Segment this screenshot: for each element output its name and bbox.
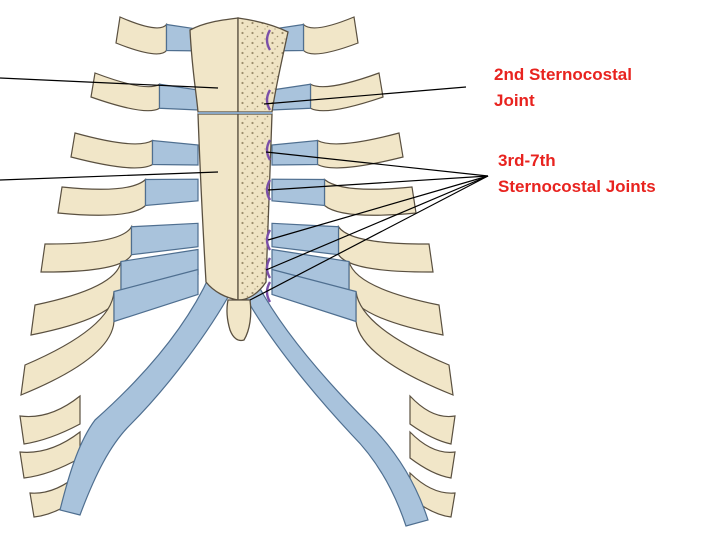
left-costal-cartilage-7	[113, 268, 199, 323]
joint-marks	[265, 29, 272, 303]
left-ribs	[19, 16, 199, 518]
sternocostal-joint-mark-4	[265, 179, 272, 201]
sternal-body	[197, 113, 239, 301]
right-rib-8	[409, 394, 456, 445]
third-joint-leader-line	[265, 151, 489, 177]
right-rib-3	[316, 132, 404, 169]
left-rib-7	[20, 291, 115, 396]
left-rib-8	[19, 394, 81, 445]
fifth-joint-leader-line	[267, 175, 489, 241]
left-rib-9	[19, 430, 81, 479]
left-rib-3	[70, 132, 154, 169]
sternocostal-joint-mark-5	[265, 229, 272, 251]
sternocostal-joint-mark-2	[265, 89, 272, 111]
right-costal-cartilage-2	[271, 83, 312, 111]
left-rib-5	[40, 224, 133, 273]
left-rib-4	[57, 178, 147, 216]
manubrium	[189, 17, 239, 113]
leader-lines	[0, 77, 489, 301]
manubrium-leader-line	[0, 77, 219, 89]
left-costal-cartilage-2	[158, 83, 199, 111]
second-joint-leader-line	[263, 86, 467, 105]
right-costal-cartilage-3	[271, 139, 319, 166]
left-costal-cartilage-4	[144, 178, 199, 207]
sternum	[189, 17, 289, 342]
xiphoid-process	[226, 299, 252, 342]
sternocostal-joint-mark-1	[265, 29, 272, 51]
right-costal-cartilage-5	[271, 222, 340, 256]
right-rib-1	[302, 16, 359, 55]
right-rib-2	[309, 72, 384, 112]
right-rib-9	[409, 430, 456, 479]
third-seventh-sternocostal-joints-label: 3rd-7th Sternocostal Joints	[498, 151, 656, 196]
seventh-joint-leader-line	[249, 175, 489, 301]
right-rib-7	[355, 291, 454, 396]
right-ribs	[271, 16, 456, 518]
left-costal-margin	[59, 274, 233, 516]
fourth-joint-leader-line	[267, 175, 489, 191]
left-costal-cartilage-3	[151, 139, 199, 166]
sixth-joint-leader-line	[265, 175, 489, 271]
sternocostal-joint-mark-7	[265, 281, 272, 303]
left-costal-cartilage-5	[130, 222, 199, 256]
sternal-body-leader-line	[0, 171, 219, 181]
sternocostal-joint-mark-3	[265, 139, 272, 161]
right-costal-cartilage-4	[271, 178, 326, 207]
manubrium-cut-surface	[237, 17, 289, 113]
second-sternocostal-joint-label: 2nd Sternocostal Joint	[494, 65, 632, 110]
left-rib-2	[90, 72, 161, 112]
sternocostal-joint-mark-6	[265, 257, 272, 279]
right-costal-margin	[245, 283, 429, 527]
right-costal-cartilage-7	[271, 268, 357, 323]
left-rib-1	[115, 16, 168, 55]
